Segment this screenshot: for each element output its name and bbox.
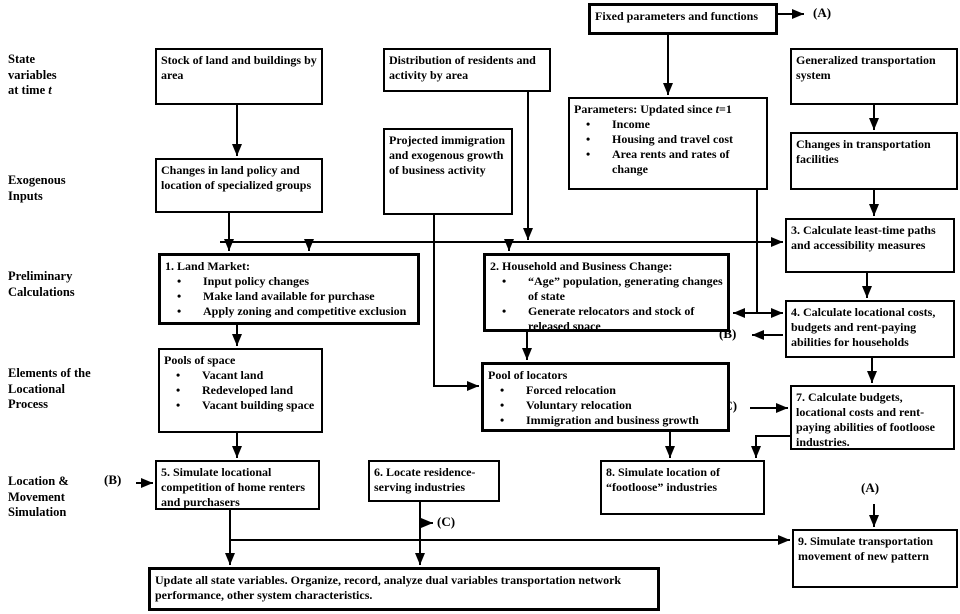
bullet-item: Income bbox=[574, 117, 762, 132]
household-business-change-box: 2. Household and Business Change: “Age” … bbox=[483, 253, 730, 332]
calc-locational-costs-box: 4. Calculate locational costs, budgets a… bbox=[785, 300, 955, 358]
bullet-item: Immigration and business growth bbox=[488, 413, 723, 428]
connector-a-top: (A) bbox=[813, 5, 832, 20]
bullet-item: Voluntary relocation bbox=[488, 398, 723, 413]
projected-immigration-box: Projected immigration and exogenous grow… bbox=[383, 128, 513, 215]
bullet-item: Forced relocation bbox=[488, 383, 723, 398]
bullet-item: Area rents and rates of change bbox=[574, 147, 762, 177]
stock-of-land-box: Stock of land and buildings by area bbox=[155, 48, 323, 105]
calc-budgets-footloose-box: 7. Calculate budgets, locational costs a… bbox=[790, 385, 955, 450]
connector-b-left: (B) bbox=[104, 472, 122, 487]
row-label-exogenous-inputs: Exogenous Inputs bbox=[8, 173, 66, 203]
simulate-footloose-location-box: 8. Simulate location of “footloose” indu… bbox=[600, 460, 765, 515]
parameters-title: Parameters: Updated since t=1 bbox=[574, 102, 732, 116]
changes-transportation-box: Changes in transportation facilities bbox=[790, 132, 958, 190]
edge-projected-to-pool bbox=[433, 215, 479, 391]
bullet-item: Housing and travel cost bbox=[574, 132, 762, 147]
parameters-updated-box: Parameters: Updated since t=1 Income Hou… bbox=[568, 97, 768, 190]
distribution-residents-box: Distribution of residents and activity b… bbox=[383, 48, 551, 92]
bullet-item: Redeveloped land bbox=[164, 383, 317, 398]
simulate-transportation-movement-box: 9. Simulate transportation movement of n… bbox=[792, 529, 958, 588]
bullet-item: “Age” population, generating changes of … bbox=[490, 274, 723, 304]
row-label-elements-locational-process: Elements of the Locational Process bbox=[8, 366, 91, 411]
calc-least-time-paths-box: 3. Calculate least-time paths and access… bbox=[785, 218, 955, 273]
bullet-item: Make land available for purchase bbox=[165, 289, 413, 304]
connector-a-bottom: (A) bbox=[861, 480, 880, 495]
locate-residence-serving-box: 6. Locate residence-serving industries bbox=[368, 460, 500, 502]
bullet-item: Apply zoning and competitive exclusion bbox=[165, 304, 413, 319]
pools-of-space-box: Pools of space Vacant land Redeveloped l… bbox=[158, 348, 323, 433]
changes-land-policy-box: Changes in land policy and location of s… bbox=[155, 158, 323, 213]
row-label-state-variables: State variables at time t bbox=[8, 52, 57, 97]
bullet-item: Input policy changes bbox=[165, 274, 413, 289]
edge-box7-to-box8 bbox=[751, 435, 790, 458]
row-label-preliminary-calculations: Preliminary Calculations bbox=[8, 269, 75, 299]
connector-c-left: (C) bbox=[437, 514, 456, 529]
simulate-locational-competition-box: 5. Simulate locational competition of ho… bbox=[155, 460, 320, 510]
bullet-item: Vacant land bbox=[164, 368, 317, 383]
bullet-item: Generate relocators and stock of release… bbox=[490, 304, 723, 329]
fixed-parameters-box: Fixed parameters and functions bbox=[588, 3, 778, 35]
pool-of-locators-box: Pool of locators Forced relocation Volun… bbox=[481, 362, 730, 432]
generalized-transportation-box: Generalized transportation system bbox=[790, 48, 958, 105]
land-market-box: 1. Land Market: Input policy changes Mak… bbox=[158, 253, 420, 325]
row-label-location-movement-simulation: Location & Movement Simulation bbox=[8, 474, 69, 519]
update-state-variables-box: Update all state variables. Organize, re… bbox=[148, 567, 660, 611]
bullet-item: Vacant building space bbox=[164, 398, 317, 413]
